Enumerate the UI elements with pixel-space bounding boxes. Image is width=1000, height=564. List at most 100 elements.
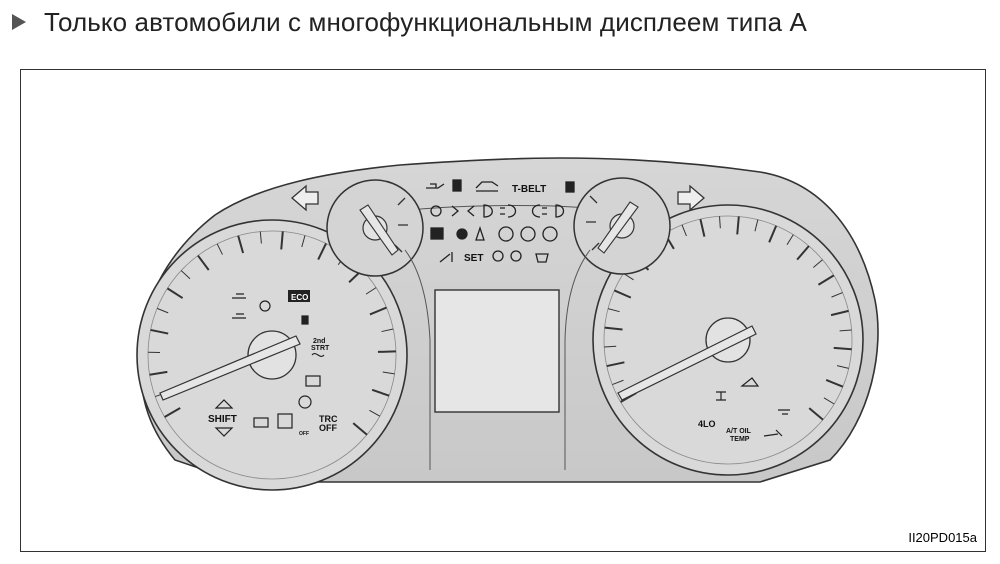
small-right-gauge: [573, 177, 671, 275]
warning-lamps-row-4: [439, 250, 549, 263]
right-gauge: [592, 204, 864, 476]
gauge-tick: [352, 422, 368, 436]
high-beam-icon: [555, 204, 565, 218]
left-gauge: [136, 219, 408, 491]
gauge-tick: [699, 218, 706, 237]
gauge-tick: [377, 350, 396, 353]
at-oil-line1: A/T OIL: [726, 428, 752, 435]
engine-icon: [305, 375, 321, 387]
battery-icon: [253, 417, 269, 428]
gauge-tick: [180, 270, 191, 280]
coolant-temp-icon: [475, 181, 499, 192]
warning-lamps-row-2: [430, 204, 565, 218]
second-start-line2: STRT: [311, 345, 330, 352]
gauge-tick: [301, 235, 306, 248]
fuel-pump-icon: [565, 181, 575, 193]
eco-badge: [288, 290, 310, 302]
gauge-tick: [381, 328, 394, 333]
gauge-tick: [317, 242, 327, 261]
gauge-tick: [836, 365, 849, 369]
warning-lamps-row-1: [426, 179, 575, 193]
page-heading: Только автомобили с многофункциональным …: [12, 0, 807, 44]
slip-icon: [439, 252, 453, 263]
gauge-tick: [197, 254, 210, 271]
rear-fog-icon: [531, 204, 547, 218]
left-gauge-lamps: [214, 293, 325, 437]
gauge-tick: [736, 216, 740, 235]
gauge-tick: [808, 407, 824, 421]
seatbelt-icon: [475, 225, 485, 241]
gauge-tick: [681, 224, 687, 237]
gauge-tick: [612, 379, 624, 386]
parking-lights-icon: [451, 205, 475, 217]
gauge-tick: [237, 235, 245, 254]
small-left-gauge: [326, 179, 424, 277]
gauge-tick: [149, 370, 168, 376]
gauge-tick: [719, 216, 721, 229]
gauge-tick: [796, 245, 810, 261]
gauge-tick: [786, 234, 794, 246]
gauge-tick: [607, 308, 620, 313]
gauge-tick: [817, 274, 835, 286]
right-gauge-lamps: [716, 377, 790, 437]
gauge-tick: [606, 361, 625, 368]
gauge-tick: [371, 388, 390, 397]
gauge-tick: [833, 346, 852, 351]
light-icon: [430, 205, 442, 217]
seatbelt-text: T-BELT: [512, 184, 546, 195]
gauge-tick: [823, 397, 835, 405]
gauge-tick: [839, 329, 852, 332]
brake-warning-icon: [520, 226, 536, 242]
gauge-tick: [768, 225, 778, 243]
left-turn-arrow-icon: [291, 184, 319, 212]
fuel-icon: [452, 179, 462, 192]
gauge-tick: [830, 309, 849, 317]
at-oil-line2: TEMP: [730, 436, 750, 443]
right-needle: [617, 325, 757, 401]
gauge-tick: [825, 379, 844, 388]
four-lo-text: 4LO: [698, 419, 716, 429]
gauge-tick: [156, 307, 169, 314]
diagram-frame: II20PD015a: [20, 69, 986, 552]
gauge-tick: [369, 409, 381, 417]
door-icon: [430, 227, 444, 240]
front-fog-icon: [500, 204, 517, 218]
abs-icon: [542, 226, 558, 242]
gauge-tick: [382, 371, 395, 375]
cruise-set-text: SET: [464, 253, 483, 264]
gauge-tick: [831, 292, 843, 298]
gauge-tick: [604, 345, 617, 348]
multi-information-display: [434, 289, 560, 413]
gauge-tick: [365, 287, 377, 295]
shift-text: SHIFT: [208, 414, 237, 425]
gauge-tick: [166, 287, 184, 299]
cruise-icon: [492, 250, 504, 262]
gauge-tick: [150, 328, 169, 335]
airbag-icon: [456, 228, 468, 240]
gauge-tick: [280, 231, 284, 250]
gauge-tick: [164, 407, 181, 418]
gauge-tick: [754, 219, 759, 232]
gauge-tick: [813, 259, 823, 268]
bullet-triangle-icon: [12, 14, 26, 30]
eco-text: ECO: [291, 293, 308, 302]
heading-text: Только автомобили с многофункциональным …: [44, 6, 807, 37]
gauge-tick: [369, 306, 387, 316]
gauge-tick: [259, 231, 262, 244]
tpms-icon: [232, 293, 246, 299]
trc-line1: TRC: [319, 414, 338, 424]
oil-can-icon: [426, 183, 445, 189]
headlight-icon: [483, 204, 493, 218]
warning-lamps-row-3: [430, 225, 558, 242]
gauge-tick: [613, 289, 632, 299]
gauge-tick: [216, 243, 223, 255]
figure-code: II20PD015a: [908, 530, 977, 545]
second-start-line1: 2nd: [313, 338, 325, 345]
vsc-off-text: OFF: [299, 431, 309, 437]
parking-brake-icon: [498, 226, 514, 242]
vsc-icon: [277, 413, 293, 429]
right-turn-arrow-icon: [677, 184, 705, 212]
left-needle: [159, 335, 301, 401]
trc-line2: OFF: [319, 423, 337, 433]
